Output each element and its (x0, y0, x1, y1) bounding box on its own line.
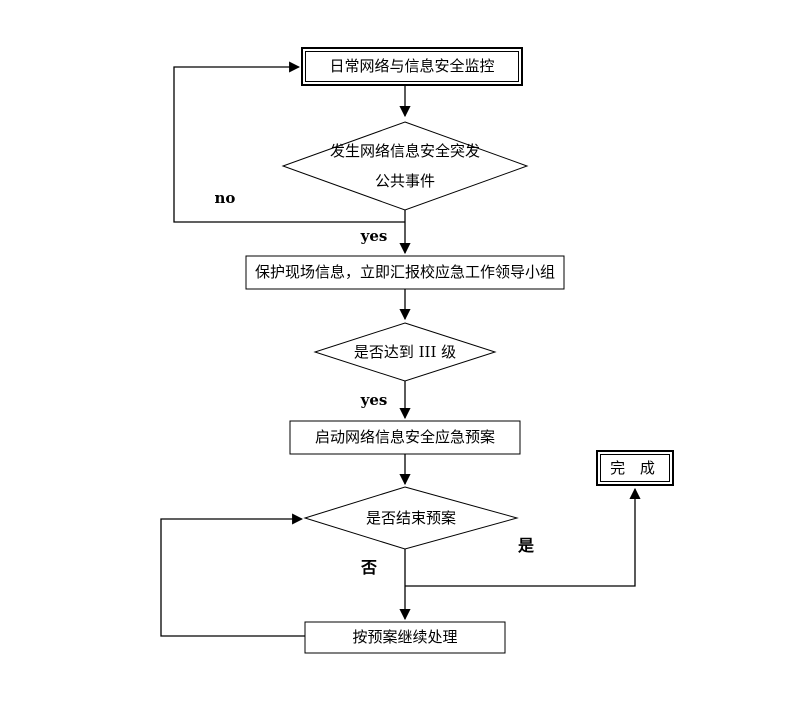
node-report-box (245, 255, 565, 290)
node-done-inner-box (600, 454, 670, 482)
node-launch-box (289, 420, 521, 455)
node-done-outer-box (596, 450, 674, 486)
node-incident-label-line1: 发生网络信息安全突发 (329, 142, 480, 160)
edge-incident-no-loop (173, 61, 405, 223)
edge-label-no: no (214, 188, 236, 207)
node-monitor-label: 日常网络与信息安全监控 (329, 57, 495, 76)
node-incident-label: 发生网络信息安全突发 公共事件 (283, 122, 527, 210)
node-report-label: 保护现场信息，立即汇报校应急工作领导小组 (254, 263, 555, 282)
node-endcheck-label: 是否结束预案 (365, 508, 456, 527)
node-level-label: 是否达到 III 级 (353, 342, 457, 361)
node-continue-box (304, 621, 506, 654)
node-level-diamond (313, 322, 497, 382)
node-incident-label-line2: 公共事件 (374, 172, 435, 190)
edge-continue-loop-to-endcheck (160, 513, 305, 637)
edge-label-yes-2: yes (360, 390, 388, 409)
edge-label-yes-1: yes (360, 226, 388, 245)
edge-label-no-cn: 否 (360, 558, 377, 577)
node-monitor-inner-box (305, 51, 519, 82)
node-launch-label: 启动网络信息安全应急预案 (314, 428, 495, 447)
node-endcheck-diamond (303, 486, 519, 550)
edge-endcheck-yes-to-done (405, 487, 641, 587)
node-done-label: 完 成 (610, 458, 660, 477)
edge-label-yes-cn: 是 (517, 536, 534, 555)
node-incident-diamond (281, 121, 529, 211)
node-continue-label: 按预案继续处理 (352, 628, 458, 647)
node-monitor-outer-box (301, 47, 523, 86)
